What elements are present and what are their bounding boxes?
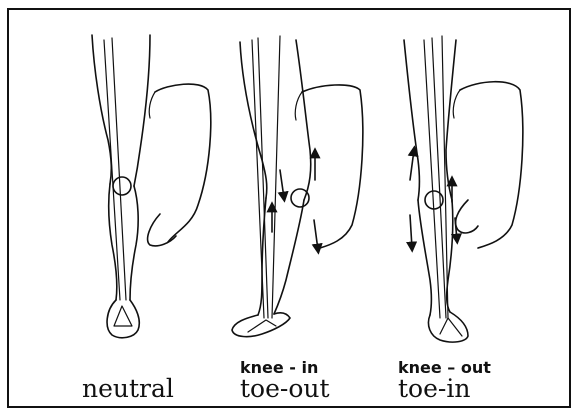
- front-shin-right: [274, 200, 304, 314]
- figure-knee-in-toe-out: [232, 36, 363, 337]
- front-foot: [107, 300, 139, 338]
- arrow-down-left: [410, 215, 412, 248]
- arrow-down-center: [455, 218, 457, 240]
- alignment-line-b: [432, 38, 446, 318]
- back-leg-hem: [149, 92, 155, 118]
- front-thigh-right: [296, 40, 311, 200]
- arrow-down-right: [314, 220, 318, 250]
- label-toe-out: toe-out: [240, 376, 330, 401]
- back-leg-hem: [453, 90, 460, 118]
- back-leg-hem: [295, 92, 302, 120]
- front-foot: [232, 313, 290, 337]
- front-thigh-left: [404, 40, 420, 200]
- alignment-line-a: [424, 40, 440, 318]
- back-leg-outline: [460, 82, 523, 248]
- kneecap-marker: [291, 189, 309, 207]
- alignment-line-c: [272, 36, 280, 318]
- alignment-line-a: [252, 40, 264, 318]
- arrow-down-center: [280, 170, 284, 198]
- back-foot: [148, 214, 176, 246]
- back-foot: [456, 200, 478, 233]
- label-neutral: neutral: [82, 376, 174, 401]
- front-foot-toe-line: [114, 306, 132, 326]
- front-shin-left: [109, 184, 117, 300]
- back-leg-outline: [155, 84, 211, 242]
- figure-knee-out-toe-in: [404, 36, 523, 342]
- front-shin-left: [418, 200, 432, 315]
- label-toe-in: toe-in: [398, 376, 470, 401]
- figure-neutral: [92, 35, 211, 338]
- kneecap-marker: [113, 177, 131, 195]
- front-thigh-right: [446, 40, 456, 200]
- front-thigh-right: [134, 35, 150, 186]
- alignment-line-a: [104, 40, 120, 300]
- front-shin-right: [130, 186, 138, 300]
- front-foot-toe-line: [440, 318, 462, 336]
- arrow-up-left: [410, 150, 414, 180]
